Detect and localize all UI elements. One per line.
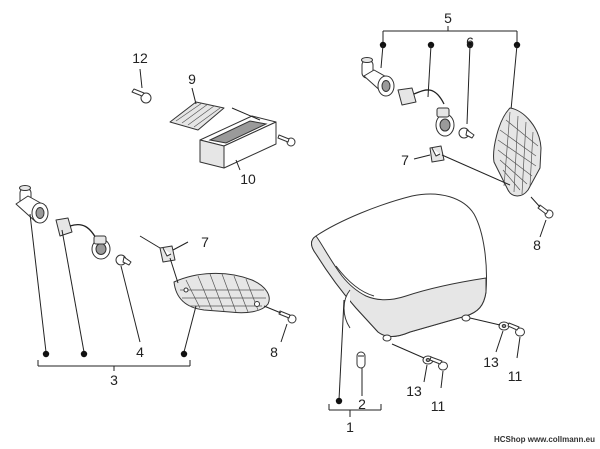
callout-11-right: 11 xyxy=(508,368,523,384)
bracket-group-5 xyxy=(379,26,521,125)
callout-2: 2 xyxy=(358,396,366,412)
callout-7-top: 7 xyxy=(401,152,409,168)
side-reflector-left xyxy=(173,273,270,314)
callout-dot xyxy=(335,397,343,405)
callout-dot xyxy=(42,350,50,358)
callout-11-lower: 11 xyxy=(431,398,446,414)
screw-right-of-housing xyxy=(277,134,296,147)
callout-dot xyxy=(80,350,88,358)
screw-8-right xyxy=(537,204,554,219)
callout-6: 6 xyxy=(466,34,474,50)
bracket-group-3 xyxy=(29,213,197,371)
clip-7-left xyxy=(159,245,176,263)
side-reflector-right xyxy=(493,107,542,197)
callout-13-right: 13 xyxy=(483,354,499,370)
callout-1: 1 xyxy=(346,419,354,435)
callout-7-left: 7 xyxy=(201,234,209,250)
callout-9: 9 xyxy=(188,71,196,87)
callout-13-lower: 13 xyxy=(406,383,422,399)
bulb-2 xyxy=(356,351,366,369)
light-housing-10 xyxy=(199,115,277,169)
callout-4: 4 xyxy=(136,344,144,360)
bulb-socket-left xyxy=(15,185,99,243)
callout-3: 3 xyxy=(110,372,118,388)
callout-10: 10 xyxy=(240,171,256,187)
bracket-group-1 xyxy=(328,397,382,417)
screw-top-right xyxy=(458,127,475,139)
callout-5: 5 xyxy=(444,10,452,26)
screw-11-lower xyxy=(429,356,448,371)
callout-dot xyxy=(180,350,188,358)
washer-13-right xyxy=(498,321,510,331)
lens-9 xyxy=(169,101,225,131)
lamp-holder-top-right xyxy=(435,107,455,137)
callout-8-left: 8 xyxy=(270,344,278,360)
lamp-holder-left xyxy=(91,235,111,260)
tail-light-housing xyxy=(311,193,487,342)
credit-text: HCShop www.collmann.eu xyxy=(494,435,595,444)
screw-12 xyxy=(131,88,152,104)
screw-8-left xyxy=(278,310,297,324)
clip-7-top xyxy=(429,145,445,163)
screw-left xyxy=(115,254,132,266)
callout-8-right: 8 xyxy=(533,237,541,253)
screw-11-right xyxy=(507,322,525,337)
bulb-socket-top-right xyxy=(361,57,445,106)
callout-12: 12 xyxy=(132,50,148,66)
